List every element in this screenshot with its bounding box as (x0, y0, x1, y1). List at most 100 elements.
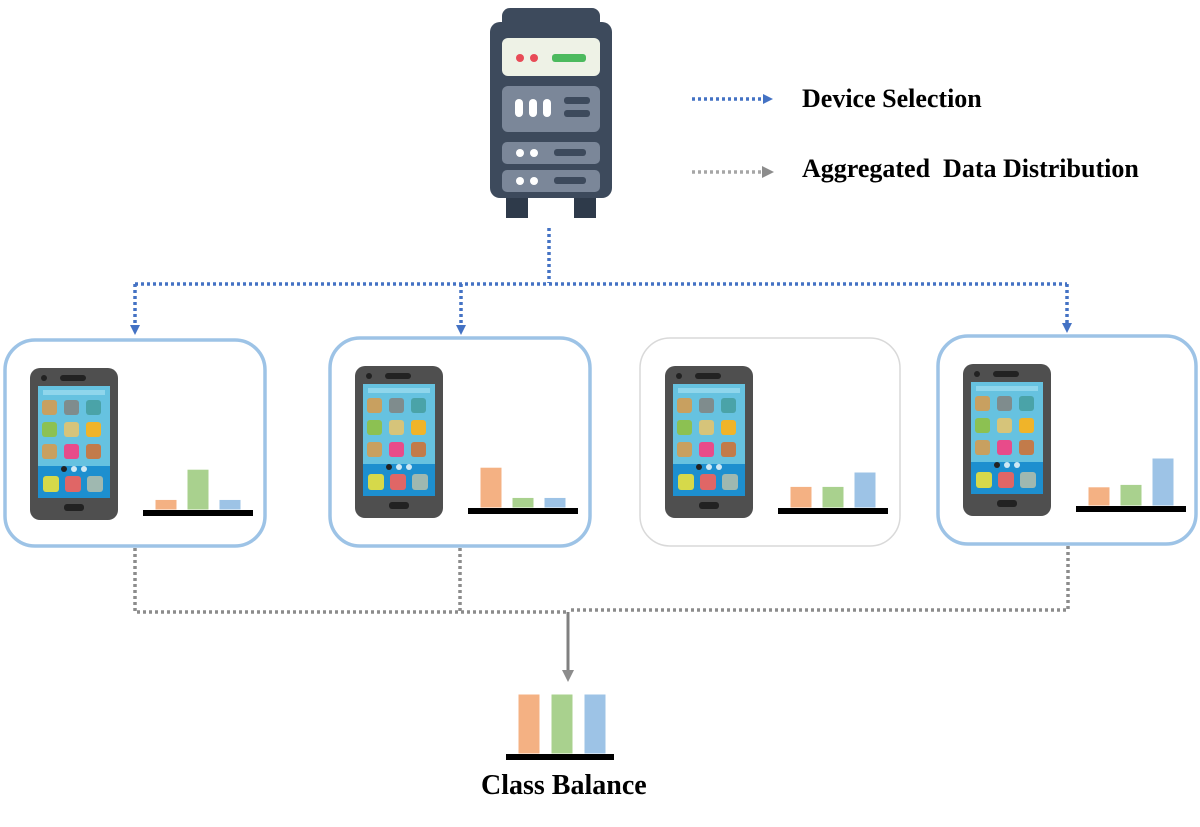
app-icon (389, 398, 404, 413)
local-class-distribution (1076, 457, 1186, 512)
phone-speaker (385, 373, 411, 379)
class-2-bar (821, 485, 845, 509)
phone-icon (355, 366, 443, 518)
local-class-distribution (143, 468, 253, 516)
phone-home-button (997, 500, 1017, 507)
app-icon (411, 442, 426, 457)
phone-status-bar (368, 388, 430, 393)
legend-device-selection-label: Device Selection (802, 84, 982, 113)
device-selection-paths (130, 228, 1072, 335)
app-icon (677, 442, 692, 457)
app-icon (721, 420, 736, 435)
class-1-bar (789, 485, 813, 509)
class-1-bar (1087, 486, 1111, 507)
app-icon (42, 422, 57, 437)
phone-status-bar (678, 388, 740, 393)
app-icon (699, 398, 714, 413)
device-box-3 (639, 337, 901, 547)
app-icon (367, 398, 382, 413)
dock-app-icon (722, 474, 738, 490)
phone-camera (366, 373, 372, 379)
phone-status-bar (976, 386, 1038, 391)
class-2-bar (511, 496, 535, 509)
page-dot (386, 464, 392, 470)
app-icon (42, 444, 57, 459)
app-icon (64, 400, 79, 415)
app-icon (411, 398, 426, 413)
app-icon (64, 444, 79, 459)
app-icon (699, 442, 714, 457)
class-balance-chart (506, 693, 614, 760)
dock-app-icon (87, 476, 103, 492)
class-1-bar (517, 693, 541, 755)
dock-app-icon (65, 476, 81, 492)
device-box-1 (3, 338, 267, 548)
app-icon (1019, 396, 1034, 411)
class-balance-caption: Class Balance (481, 770, 647, 801)
chart-baseline (1076, 506, 1186, 512)
device-box-4 (936, 334, 1198, 546)
page-dot (706, 464, 712, 470)
dock-app-icon (1020, 472, 1036, 488)
local-class-distribution (468, 466, 578, 514)
page-dot (81, 466, 87, 472)
class-2-bar (1119, 483, 1143, 507)
server-icon (490, 8, 612, 218)
page-dot (696, 464, 702, 470)
class-3-bar (218, 498, 242, 511)
page-dot (61, 466, 67, 472)
phone-home-button (64, 504, 84, 511)
app-icon (64, 422, 79, 437)
app-icon (997, 418, 1012, 433)
app-icon (86, 400, 101, 415)
phone-speaker (993, 371, 1019, 377)
page-dot (406, 464, 412, 470)
chart-baseline (778, 508, 888, 514)
class-2-bar (186, 468, 210, 511)
phone-home-button (389, 502, 409, 509)
app-icon (975, 418, 990, 433)
aggregation-paths (133, 546, 1070, 614)
class-3-bar (583, 693, 607, 755)
app-icon (699, 420, 714, 435)
aggregation-from-device-1 (133, 548, 568, 614)
device-box-2 (328, 336, 592, 548)
chart-baseline (468, 508, 578, 514)
app-icon (997, 396, 1012, 411)
app-icon (389, 420, 404, 435)
app-icon (86, 422, 101, 437)
dock-app-icon (412, 474, 428, 490)
phone-icon (30, 368, 118, 520)
phone-status-bar (43, 390, 105, 395)
phone-camera (676, 373, 682, 379)
app-icon (367, 442, 382, 457)
class-3-bar (1151, 457, 1175, 507)
device-group (3, 334, 1198, 548)
app-icon (86, 444, 101, 459)
page-dot (716, 464, 722, 470)
app-icon (389, 442, 404, 457)
app-icon (1019, 418, 1034, 433)
phone-home-button (699, 502, 719, 509)
app-icon (411, 420, 426, 435)
phone-speaker (60, 375, 86, 381)
page-dot (396, 464, 402, 470)
dock-app-icon (976, 472, 992, 488)
phone-camera (974, 371, 980, 377)
dock-app-icon (43, 476, 59, 492)
page-dot (71, 466, 77, 472)
legend-aggregated-label: Aggregated Data Distribution (802, 154, 1139, 183)
dock-app-icon (678, 474, 694, 490)
page-dot (994, 462, 1000, 468)
phone-icon (665, 366, 753, 518)
page-dot (1004, 462, 1010, 468)
app-icon (721, 442, 736, 457)
phone-speaker (695, 373, 721, 379)
app-icon (677, 420, 692, 435)
class-1-bar (154, 498, 178, 511)
app-icon (975, 396, 990, 411)
class-3-bar (853, 471, 877, 509)
class-2-bar (550, 693, 574, 755)
